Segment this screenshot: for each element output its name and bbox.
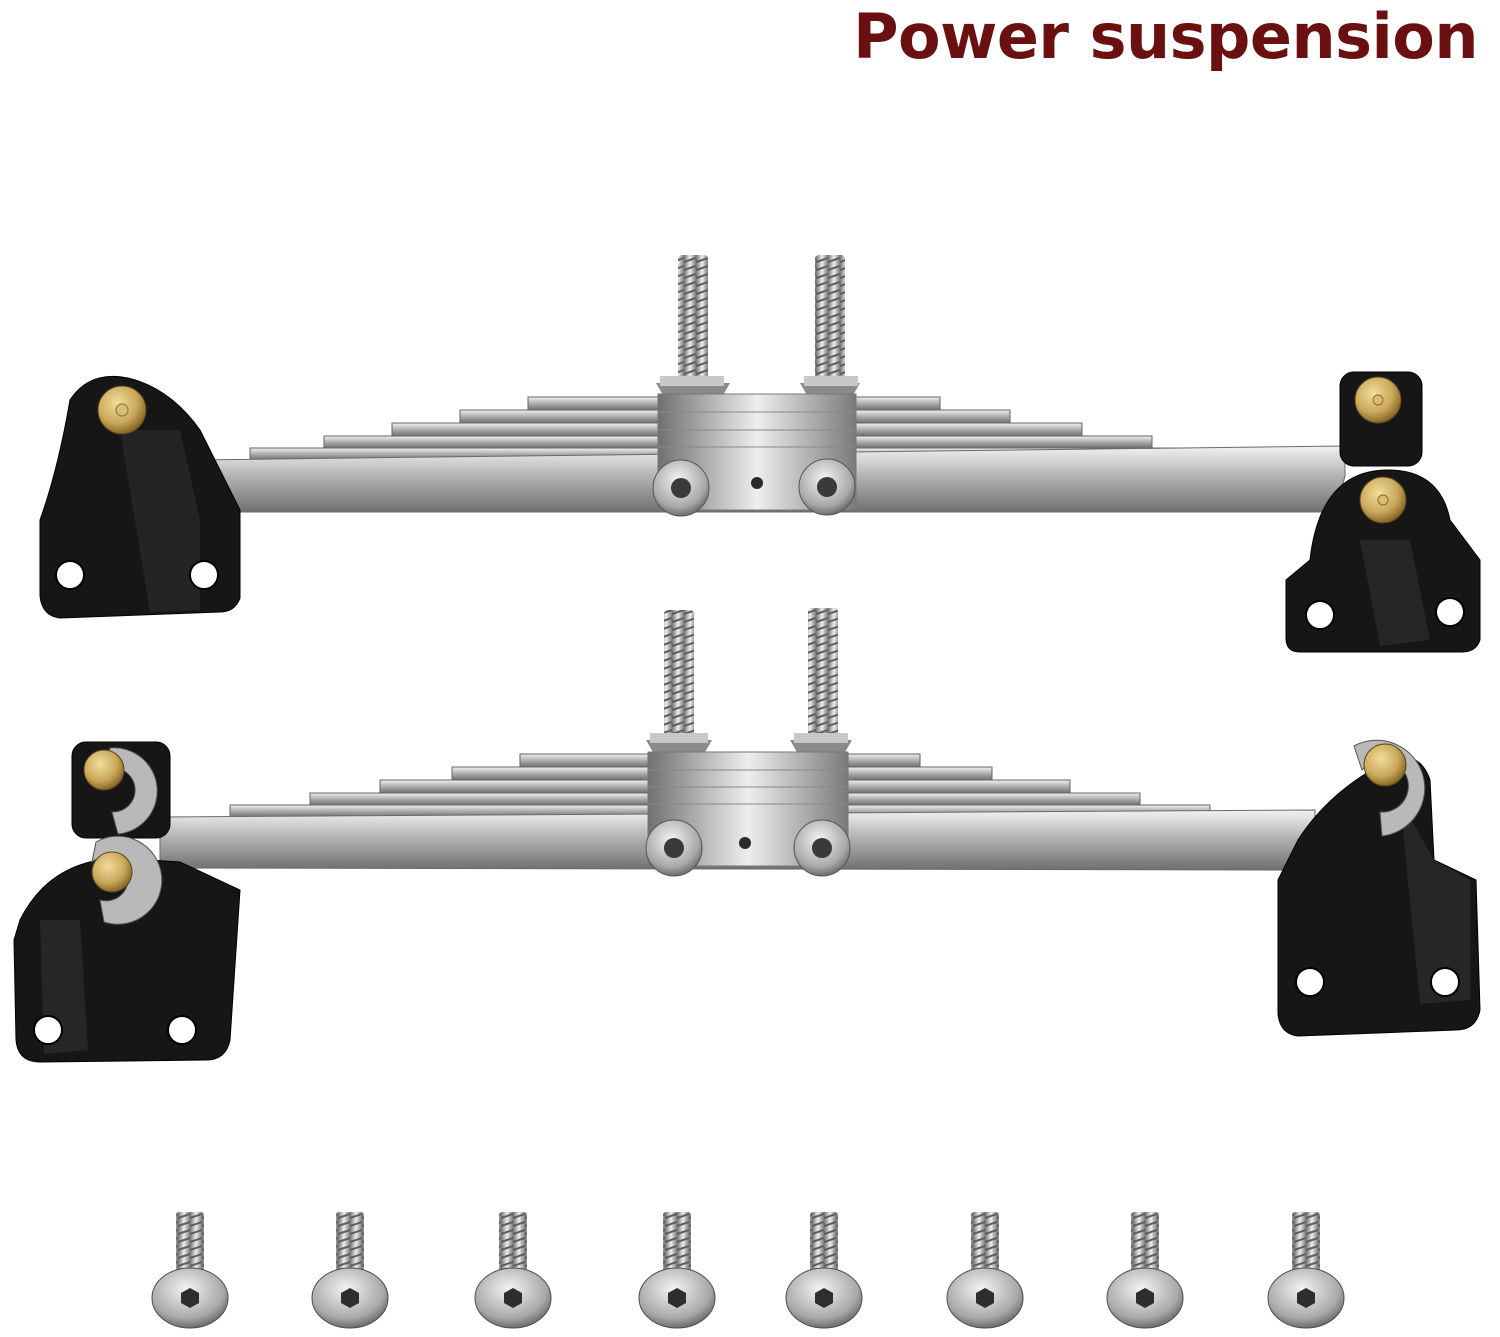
brass-pin-icon <box>1359 476 1407 524</box>
leaf-spring-assembly-upper <box>39 255 1481 653</box>
mounting-screw <box>311 1212 389 1329</box>
e-clip-icon <box>103 747 158 835</box>
clamp-bolt-left <box>652 459 710 517</box>
brass-pin-icon <box>97 385 147 435</box>
center-pin-hole <box>751 477 763 489</box>
hanger-bracket-lower-right <box>1277 757 1481 1037</box>
mounting-screw <box>151 1212 229 1329</box>
brass-pin-icon <box>91 851 133 893</box>
mounting-screw <box>946 1212 1024 1329</box>
center-pin-hole <box>739 837 751 849</box>
u-bolt-stud-left <box>656 255 730 397</box>
mounting-screw <box>474 1212 552 1329</box>
mounting-screw <box>638 1212 716 1329</box>
brass-pin-icon <box>83 749 125 791</box>
product-headline: Power suspension <box>853 0 1478 73</box>
clamp-bolt-right <box>793 819 851 877</box>
hanger-bracket-upper-left <box>39 375 241 619</box>
mounting-screw <box>1106 1212 1184 1329</box>
leaf-spring-assembly-lower <box>13 608 1481 1063</box>
mounting-screw <box>1267 1212 1345 1329</box>
brass-pin-icon <box>1363 743 1407 787</box>
u-bolt-stud-left <box>646 610 712 754</box>
mounting-screws-row <box>151 1212 1345 1329</box>
u-bolt-stud-right <box>790 608 852 754</box>
mounting-screw <box>785 1212 863 1329</box>
u-bolt-stud-right <box>800 255 860 397</box>
brass-pin-icon <box>1354 376 1402 424</box>
clamp-bolt-left <box>645 819 703 877</box>
clamp-bolt-right <box>798 458 856 516</box>
